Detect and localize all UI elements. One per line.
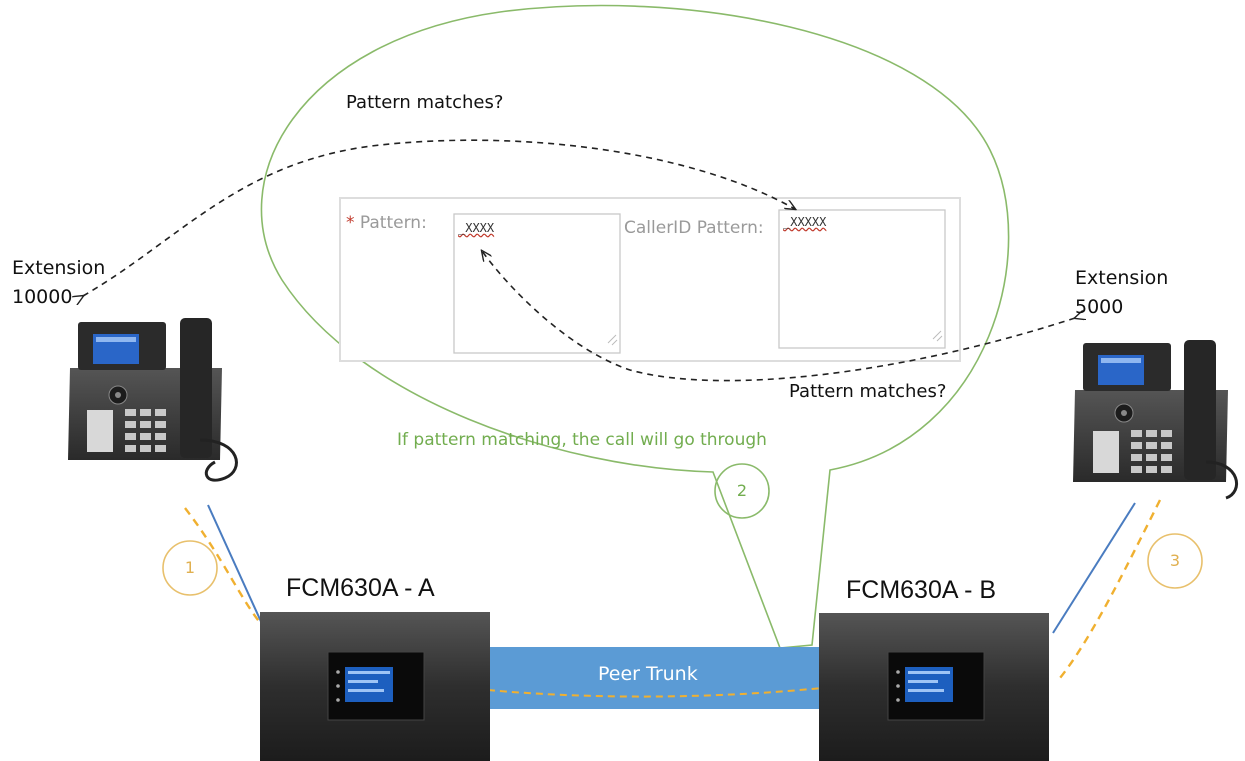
pattern-label-text: Pattern:	[359, 213, 427, 233]
step-3-circle	[1147, 533, 1203, 589]
call-path-right	[1059, 499, 1162, 679]
extension-right-word: Extension	[1075, 267, 1169, 289]
arrow-ext5000-to-pattern	[482, 251, 1075, 382]
pattern-matches-top-label: Pattern matches?	[346, 92, 504, 113]
fcm630a-device-a	[260, 612, 490, 761]
extension-left-word: Extension	[12, 257, 106, 279]
peer-trunk-label: Peer Trunk	[598, 663, 698, 685]
extension-left-label: Extension 10000	[12, 254, 105, 312]
peer-trunk-bar	[488, 647, 822, 709]
extension-right-number: 5000	[1075, 296, 1124, 318]
callerid-pattern-value: _XXXXX	[783, 215, 827, 229]
pattern-match-note: If pattern matching, the call will go th…	[397, 430, 767, 450]
step-3-label: 3	[1169, 551, 1181, 570]
pattern-value: _XXXX	[458, 221, 495, 235]
step-2-label: 2	[736, 481, 748, 500]
pattern-matches-bottom-label: Pattern matches?	[789, 381, 947, 402]
step-1-circle	[162, 540, 218, 596]
extension-left-number: 10000	[12, 286, 73, 308]
call-path-left	[184, 507, 267, 631]
link-right	[1052, 502, 1136, 634]
device-a-label: FCM630A - A	[286, 574, 435, 602]
step-2-circle	[714, 463, 770, 519]
device-b-label: FCM630A - B	[846, 576, 997, 604]
trunk-call-path	[487, 687, 823, 698]
pattern-field-label: * Pattern:	[346, 213, 427, 233]
fcm630a-device-b	[819, 613, 1049, 761]
extension-right-label: Extension 5000	[1075, 264, 1168, 322]
ip-phone-right	[1073, 340, 1239, 500]
callerid-pattern-label: CallerID Pattern:	[624, 218, 764, 238]
ip-phone-left	[68, 318, 238, 482]
link-left	[207, 504, 264, 627]
required-mark: *	[346, 213, 355, 233]
step-1-label: 1	[184, 558, 196, 577]
